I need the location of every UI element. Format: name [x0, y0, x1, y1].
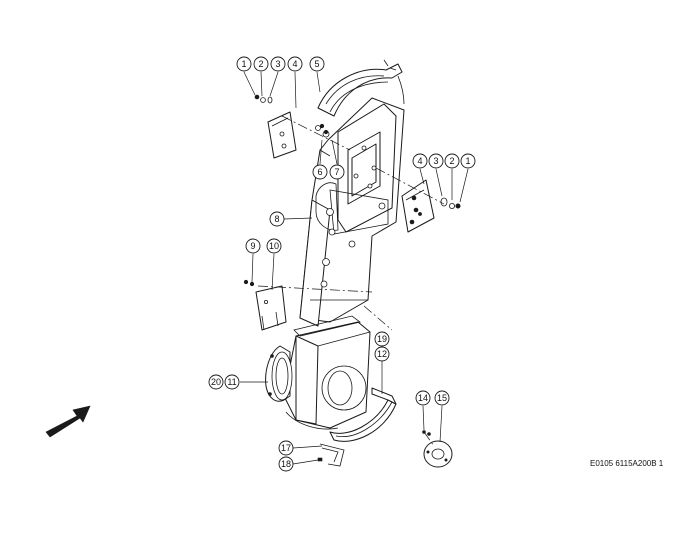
callout-label: 6: [317, 167, 322, 177]
callout-label: 14: [418, 393, 428, 403]
leader-lines: [240, 71, 469, 465]
callout-12: 12: [374, 346, 390, 362]
callout-9: 9: [245, 238, 261, 254]
callout-3-right: 3: [428, 153, 444, 169]
callout-label: 4: [417, 156, 422, 166]
callout-10: 10: [266, 238, 282, 254]
callout-label: 7: [334, 167, 339, 177]
callout-8: 8: [269, 211, 285, 227]
callout-label: 1: [241, 59, 246, 69]
callout-17: 17: [278, 440, 294, 456]
hinge-plate-right: [401, 179, 435, 233]
callout-1-top: 1: [236, 56, 252, 72]
small-bracket: [255, 285, 287, 331]
callout-18: 18: [278, 456, 294, 472]
callout-label: 20: [211, 377, 221, 387]
callout-15: 15: [434, 390, 450, 406]
callout-label: 12: [377, 349, 387, 359]
left-flange: [265, 345, 293, 402]
callout-label: 3: [275, 59, 280, 69]
drawing-code: E0105 6115A200B 1: [590, 459, 664, 468]
callout-4-top: 4: [287, 56, 303, 72]
callout-label: 5: [314, 59, 319, 69]
callout-2-top: 2: [253, 56, 269, 72]
u-bolt: [317, 443, 345, 467]
callout-11: 11: [224, 374, 240, 390]
callout-5: 5: [309, 56, 325, 72]
callout-20: 20: [208, 374, 224, 390]
callout-19: 19: [374, 331, 390, 347]
callout-label: 19: [377, 334, 387, 344]
callout-label: 2: [449, 156, 454, 166]
callout-label: 3: [433, 156, 438, 166]
callout-label: 2: [258, 59, 263, 69]
callout-label: 11: [227, 377, 236, 387]
callout-label: 9: [250, 241, 255, 251]
callout-1-right: 1: [460, 153, 476, 169]
blower-housing: [283, 315, 371, 430]
callout-14: 14: [415, 390, 431, 406]
top-hood-part: [317, 59, 405, 117]
curved-cover: [329, 387, 397, 442]
callout-label: 1: [465, 156, 470, 166]
callout-7: 7: [329, 164, 345, 180]
hinge-plate-left: [267, 111, 297, 159]
callout-label: 4: [292, 59, 297, 69]
arrow-right-up-icon: [45, 405, 91, 438]
callout-label: 10: [269, 241, 279, 251]
callout-4-right: 4: [412, 153, 428, 169]
center-lines: [257, 115, 445, 447]
callout-2-right: 2: [444, 153, 460, 169]
callout-3-top: 3: [270, 56, 286, 72]
callout-label: 8: [274, 214, 279, 224]
callout-6: 6: [312, 164, 328, 180]
callout-label: 18: [281, 459, 291, 469]
main-chute-housing: [299, 97, 405, 327]
fasteners: [243, 94, 461, 436]
callout-label: 15: [437, 393, 447, 403]
round-disc: [423, 440, 453, 468]
callout-label: 17: [281, 443, 291, 453]
